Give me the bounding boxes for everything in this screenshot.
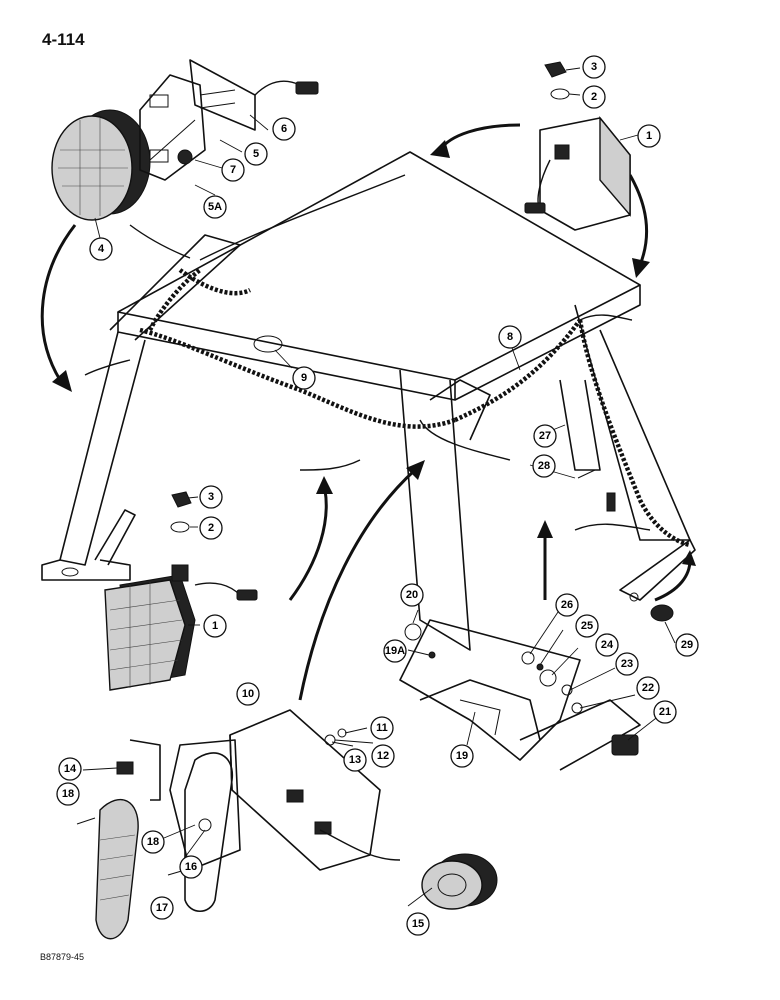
- svg-text:22: 22: [642, 682, 654, 694]
- callout-3-bottom: 3: [199, 485, 223, 509]
- callout-8: 8: [498, 325, 522, 349]
- rops-right-post: [559, 304, 696, 602]
- svg-text:27: 27: [539, 430, 551, 442]
- callout-10: 10: [236, 682, 260, 706]
- grommet: [253, 335, 283, 353]
- svg-text:8: 8: [507, 331, 513, 343]
- svg-text:26: 26: [561, 599, 573, 611]
- callout-26: 26: [555, 593, 579, 617]
- svg-text:23: 23: [621, 658, 633, 670]
- svg-text:5A: 5A: [208, 201, 222, 213]
- canopy-roof: [109, 151, 641, 401]
- callout-3-top: 3: [582, 55, 606, 79]
- rear-flood-light: [524, 61, 631, 231]
- svg-text:20: 20: [406, 589, 418, 601]
- leader-lines: [82, 67, 676, 907]
- callout-18-right: 18: [141, 830, 165, 854]
- callout-21: 21: [653, 700, 677, 724]
- tail-light-assembly: [95, 709, 401, 940]
- horn: [421, 853, 498, 910]
- svg-text:3: 3: [208, 491, 214, 503]
- svg-text:2: 2: [208, 522, 214, 534]
- svg-text:1: 1: [212, 620, 218, 632]
- svg-text:6: 6: [281, 123, 287, 135]
- callout-19a: 19A: [383, 639, 407, 663]
- svg-text:25: 25: [581, 620, 593, 632]
- callout-17: 17: [150, 896, 174, 920]
- page-number: 4-114: [42, 30, 85, 49]
- callout-23: 23: [615, 652, 639, 676]
- callout-11: 11: [370, 716, 394, 740]
- svg-text:10: 10: [242, 688, 254, 700]
- callout-22: 22: [636, 676, 660, 700]
- callout-2-bottom: 2: [199, 516, 223, 540]
- callout-27: 27: [533, 424, 557, 448]
- svg-text:14: 14: [64, 763, 77, 775]
- callout-4: 4: [89, 237, 113, 261]
- callout-20: 20: [400, 583, 424, 607]
- callout-5a: 5A: [203, 195, 227, 219]
- svg-text:3: 3: [591, 61, 597, 73]
- svg-text:5: 5: [253, 148, 259, 160]
- round-work-light: [51, 59, 319, 221]
- callout-12: 12: [371, 744, 395, 768]
- svg-text:19A: 19A: [385, 645, 405, 657]
- callout-5: 5: [244, 142, 268, 166]
- hardware: [76, 469, 674, 876]
- svg-text:18: 18: [147, 836, 159, 848]
- svg-text:7: 7: [230, 164, 236, 176]
- callout-6: 6: [272, 117, 296, 141]
- svg-text:2: 2: [591, 91, 597, 103]
- front-flood-light: [104, 491, 258, 691]
- rops-left-post: [41, 331, 146, 581]
- svg-text:19: 19: [456, 750, 468, 762]
- callout-7: 7: [221, 158, 245, 182]
- callout-1-bottom: 1: [203, 614, 227, 638]
- rops-front-post: [399, 369, 491, 651]
- svg-text:21: 21: [659, 706, 671, 718]
- svg-text:12: 12: [377, 750, 389, 762]
- figure-code: B87879-45: [40, 952, 85, 962]
- svg-text:4: 4: [98, 243, 105, 255]
- assembly-arrows: [40, 123, 696, 701]
- callout-13: 13: [343, 748, 367, 772]
- callout-18-left: 18: [56, 782, 80, 806]
- svg-text:24: 24: [601, 639, 614, 651]
- svg-text:17: 17: [156, 902, 168, 914]
- callout-1-top: 1: [637, 124, 661, 148]
- svg-text:1: 1: [646, 130, 652, 142]
- callout-19: 19: [450, 744, 474, 768]
- wiring-harness: [84, 174, 691, 548]
- svg-text:29: 29: [681, 639, 693, 651]
- svg-text:18: 18: [62, 788, 74, 800]
- callout-28: 28: [532, 454, 556, 478]
- callout-9: 9: [292, 366, 316, 390]
- svg-text:13: 13: [349, 754, 361, 766]
- callout-25: 25: [575, 614, 599, 638]
- svg-text:15: 15: [412, 918, 424, 930]
- svg-text:11: 11: [376, 722, 388, 734]
- callout-14: 14: [58, 757, 82, 781]
- svg-text:28: 28: [538, 460, 550, 472]
- callout-16: 16: [179, 855, 203, 879]
- callout-24: 24: [595, 633, 619, 657]
- svg-text:16: 16: [185, 861, 197, 873]
- callout-2-top: 2: [582, 85, 606, 109]
- callout-29: 29: [675, 633, 699, 657]
- callout-15: 15: [406, 912, 430, 936]
- svg-text:9: 9: [301, 372, 307, 384]
